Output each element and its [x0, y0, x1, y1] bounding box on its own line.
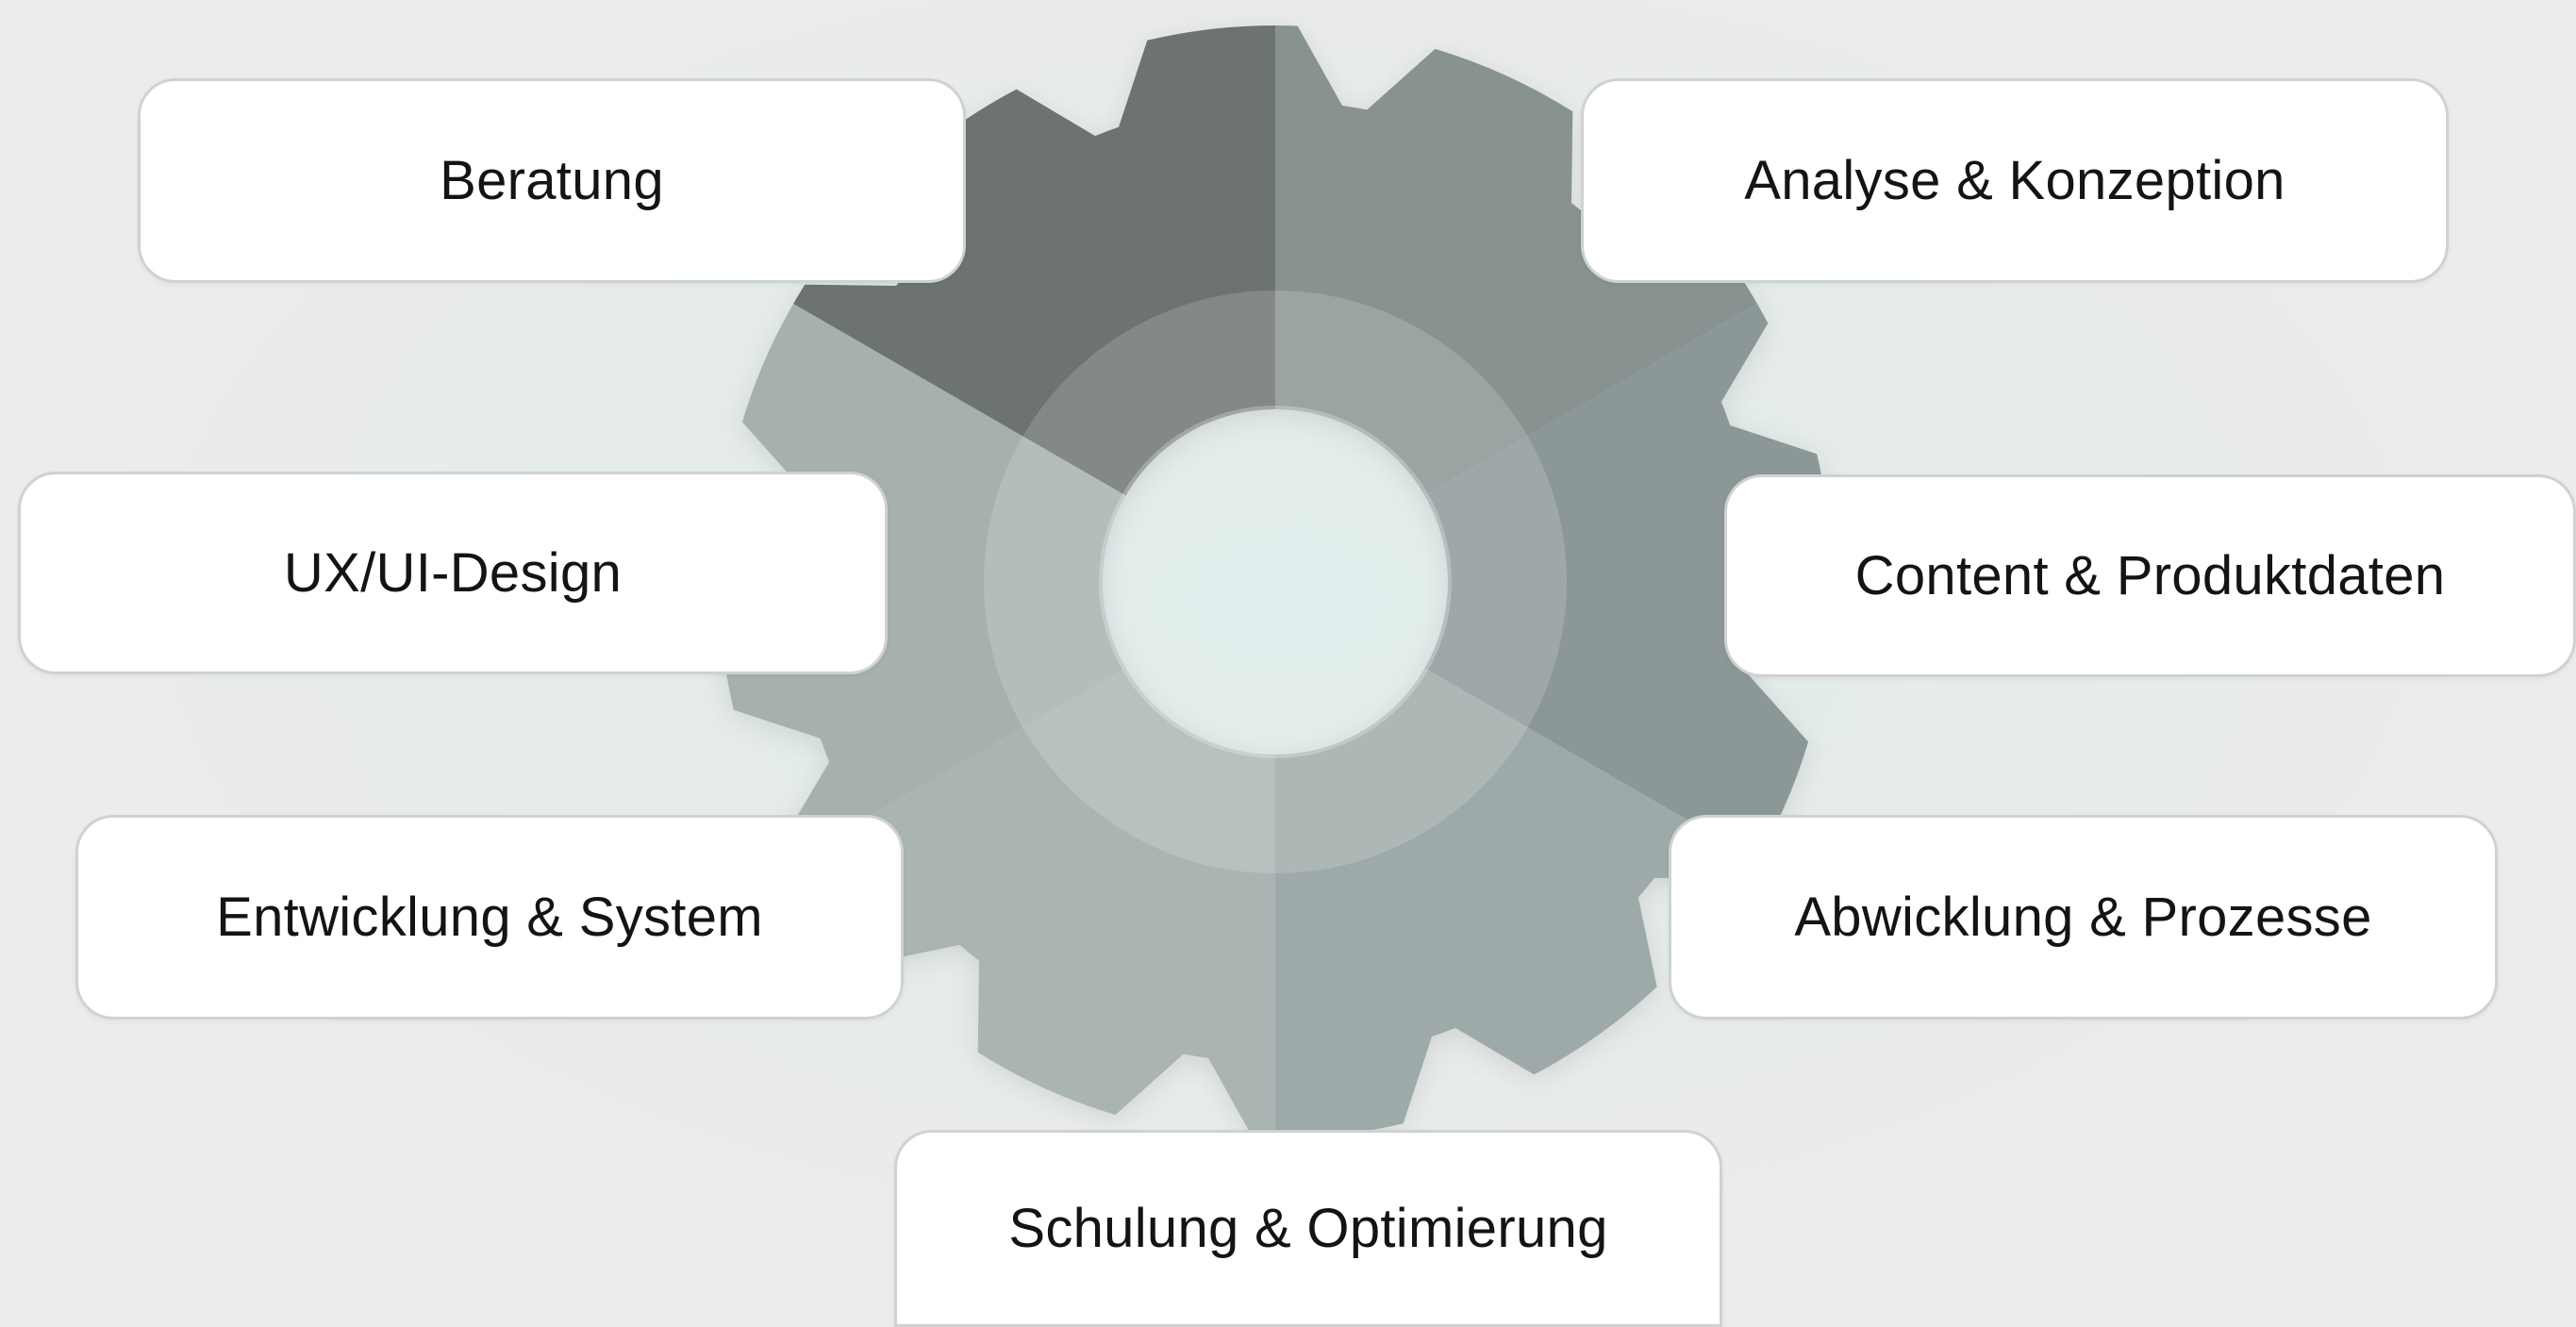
- service-card-content-produktdaten: Content & Produktdaten: [1724, 474, 2576, 677]
- service-label: Content & Produktdaten: [1854, 545, 2446, 606]
- service-card-entwicklung-system: Entwicklung & System: [75, 815, 904, 1020]
- service-card-abwicklung-prozesse: Abwicklung & Prozesse: [1669, 815, 2498, 1020]
- service-label: Analyse & Konzeption: [1744, 150, 2285, 211]
- service-label: Beratung: [440, 150, 664, 211]
- service-label: Schulung & Optimierung: [1008, 1198, 1608, 1259]
- service-card-beratung: Beratung: [138, 78, 966, 283]
- service-card-schulung-optimierung: Schulung & Optimierung: [894, 1130, 1722, 1327]
- gear-inner-ring: [984, 290, 1567, 873]
- gear-hub-outline: [1099, 406, 1452, 758]
- service-label: Entwicklung & System: [216, 887, 763, 948]
- service-card-ux-ui-design: UX/UI-Design: [18, 472, 888, 674]
- service-card-analyse-konzeption: Analyse & Konzeption: [1581, 78, 2449, 283]
- service-label: UX/UI-Design: [283, 542, 623, 604]
- service-label: Abwicklung & Prozesse: [1794, 887, 2372, 948]
